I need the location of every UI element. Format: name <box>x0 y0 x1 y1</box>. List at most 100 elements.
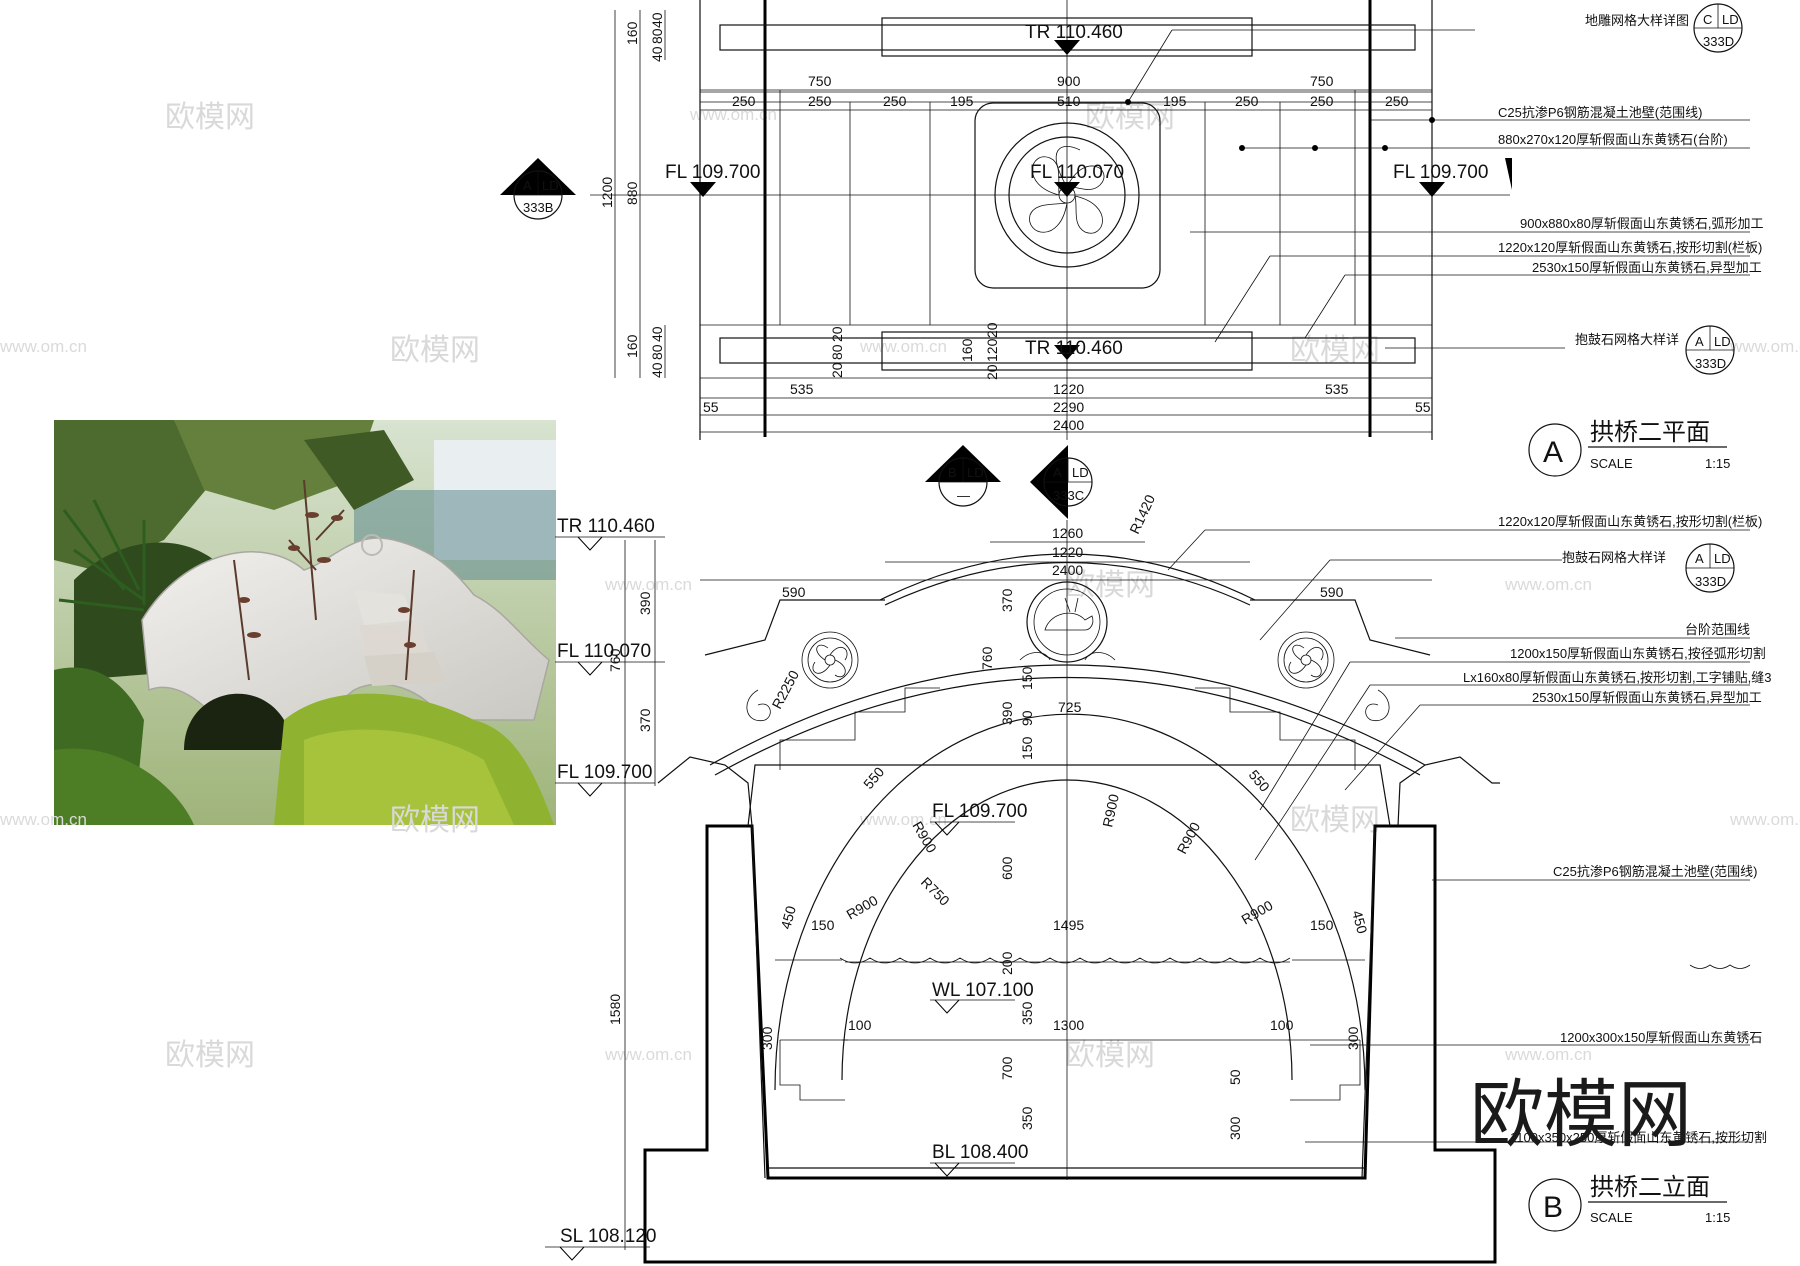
elev-level-fl2: FL 109.700 <box>557 762 652 783</box>
svg-text:LD: LD <box>967 465 984 480</box>
plan-dim-inner: 80 <box>829 344 845 360</box>
elev-level-fl1: FL 110.070 <box>557 641 651 662</box>
elev-dim-mid: 90 <box>1019 710 1035 726</box>
elev-annotation: 2530x150厚斩假面山东黄锈石,异型加工 <box>1532 690 1762 705</box>
svg-text:LD: LD <box>1072 465 1089 480</box>
watermark-site: www.om.cn <box>0 810 87 829</box>
elev-dim-left: 1580 <box>607 994 623 1025</box>
plan-title-block: A 拱桥二平面 SCALE 1:15 <box>1528 419 1730 477</box>
watermark-site: www.om.cn <box>859 810 947 829</box>
plan-dim-bottom: 55 <box>703 399 719 415</box>
elev-dim-arch: 550 <box>860 764 887 792</box>
elev-annotation: C25抗渗P6钢筋混凝土池壁(范围线) <box>1553 864 1757 879</box>
watermark-site: www.om.cn <box>0 337 87 356</box>
svg-text:A: A <box>1695 551 1704 566</box>
svg-text:333C: 333C <box>1053 488 1084 503</box>
plan-dim-inner: 120 <box>984 338 1000 362</box>
elev-scale: 1:15 <box>1705 1210 1730 1225</box>
svg-text:A: A <box>523 178 532 193</box>
elev-dim-arch: R900 <box>1099 792 1122 828</box>
plan-dim-bottom: 2290 <box>1053 399 1084 415</box>
elev-dim-arch: 1300 <box>1053 1017 1084 1033</box>
elev-dim-arch: R900 <box>1239 897 1276 928</box>
watermark-logo: 欧模网 <box>1085 101 1175 134</box>
elev-dim-mid: 390 <box>999 701 1015 725</box>
plan-dim-bottom: 1220 <box>1053 381 1084 397</box>
elev-dim-mid: 150 <box>1019 666 1035 690</box>
svg-text:—: — <box>957 488 970 503</box>
plan-dim-bottom: 55 <box>1415 399 1431 415</box>
elev-annotation: 1200x150厚斩假面山东黄锈石,按径弧形切割 <box>1510 646 1766 661</box>
plan-dim-left: 880 <box>624 181 640 205</box>
elev-dim-mid: 370 <box>999 588 1015 612</box>
watermark-logo: 欧模网 <box>390 334 480 367</box>
elev-title: 拱桥二立面 <box>1590 1174 1710 1201</box>
elev-dim-arch: 150 <box>1310 917 1334 933</box>
plan-annotation: 880x270x120厚斩假面山东黄锈石(台阶) <box>1498 132 1728 147</box>
plan-dim-row: 250 <box>732 93 756 109</box>
watermark-logo: 欧模网 <box>390 804 480 837</box>
elev-level-bl: BL 108.400 <box>932 1142 1029 1163</box>
plan-annotation: C25抗渗P6钢筋混凝土池壁(范围线) <box>1498 105 1702 120</box>
plan-annotation: 2530x150厚斩假面山东黄锈石,异型加工 <box>1532 260 1762 275</box>
plan-dim-top: 750 <box>1310 73 1334 89</box>
elevation-view: TR 110.460 FL 110.070 FL 109.700 FL 109.… <box>545 492 1771 1264</box>
watermark-site: www.om.cn <box>604 1045 692 1064</box>
elev-dim-mid: 350 <box>1019 1001 1035 1025</box>
section-tag-b: B LD — <box>925 445 1001 507</box>
plan-dim-left: 160 <box>624 334 640 358</box>
plan-dim-inner: 20 <box>829 326 845 342</box>
plan-dim-row: 250 <box>1310 93 1334 109</box>
plan-tr-bottom: TR 110.460 <box>1025 338 1123 359</box>
elev-annotation: Lx160x80厚斩假面山东黄锈石,按形切割,工字铺贴,缝3 <box>1463 670 1771 685</box>
elev-level-tr: TR 110.460 <box>557 516 655 537</box>
plan-scale: 1:15 <box>1705 456 1730 471</box>
plan-dim-left: 40 <box>649 46 665 62</box>
watermark-big: 欧模网 <box>1470 1073 1692 1156</box>
elev-dim-arch: 100 <box>1270 1017 1294 1033</box>
svg-text:333D: 333D <box>1695 574 1726 589</box>
section-tag-a: A LD 333C <box>1030 445 1093 519</box>
watermark-logo: 欧模网 <box>165 1039 255 1072</box>
plan-title: 拱桥二平面 <box>1590 419 1710 446</box>
svg-text:LD: LD <box>1722 12 1739 27</box>
watermark-logo: 欧模网 <box>1290 334 1380 367</box>
side-rosettes <box>746 631 1390 722</box>
elev-annotation: 抱鼓石网格大样详 <box>1562 550 1666 565</box>
plan-dim-inner: 20 <box>829 362 845 378</box>
plan-annotation: 抱鼓石网格大样详 <box>1575 332 1679 347</box>
plan-dim-left: 40 <box>649 12 665 28</box>
plan-annotation: 900x880x80厚斩假面山东黄锈石,弧形加工 <box>1520 216 1763 231</box>
watermarks: 欧模网 欧模网 欧模网 欧模网 欧模网 欧模网 欧模网 欧模网 欧模网 www.… <box>0 101 1800 1072</box>
plan-dim-top: 750 <box>808 73 832 89</box>
elev-annotation: 1100x350x250厚斩假面山东黄锈石,按形切割 <box>1510 1130 1767 1145</box>
plan-tr-top: TR 110.460 <box>1025 22 1123 43</box>
plan-dim-left: 1200 <box>599 177 615 208</box>
elev-dim-top: R1420 <box>1126 492 1158 536</box>
elev-annotation: 1220x120厚斩假面山东黄锈石,按形切割(栏板) <box>1498 514 1762 529</box>
elev-dim-arch: R900 <box>844 892 881 923</box>
svg-text:B: B <box>1543 1191 1563 1224</box>
plan-scale-label: SCALE <box>1590 456 1633 471</box>
elev-dim-arch: 300 <box>1227 1116 1243 1140</box>
svg-text:LD: LD <box>542 178 559 193</box>
elev-dim-left: 390 <box>637 591 653 615</box>
plan-dim-inner: 20 <box>984 322 1000 338</box>
elev-dim-top: 590 <box>782 584 806 600</box>
svg-text:LD: LD <box>1714 334 1731 349</box>
elev-dim-mid: 150 <box>1019 736 1035 760</box>
elev-annotation: 1200x300x150厚斩假面山东黄锈石 <box>1560 1030 1762 1045</box>
elev-dim-mid: 600 <box>999 856 1015 880</box>
plan-view: TR 110.460 TR 110.460 FL 109.700 FL 110.… <box>500 0 1763 477</box>
svg-text:333B: 333B <box>523 200 553 215</box>
svg-text:A: A <box>1695 334 1704 349</box>
plan-dim-left: 40 <box>649 362 665 378</box>
plan-dim-row: 510 <box>1057 93 1081 109</box>
watermark-site: www.om.cn <box>1504 575 1592 594</box>
plan-dim-bottom: 535 <box>1325 381 1349 397</box>
plan-dim-row: 250 <box>1235 93 1259 109</box>
elev-dim-arch: 50 <box>1227 1069 1243 1085</box>
flower-medallion <box>1029 146 1105 234</box>
svg-text:C: C <box>1703 12 1712 27</box>
elev-dim-top: 2400 <box>1052 562 1083 578</box>
